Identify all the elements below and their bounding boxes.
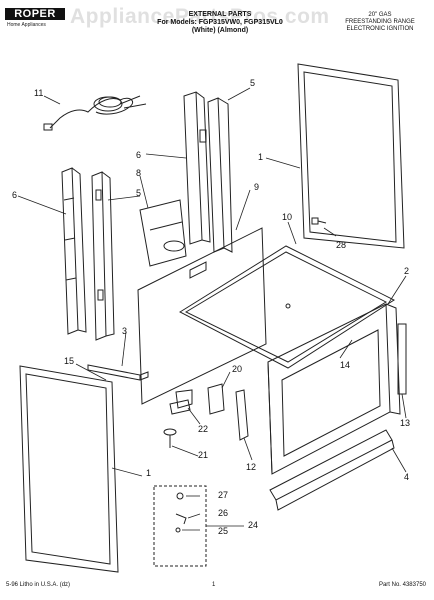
- back-panel-part: [137, 227, 267, 405]
- footer-litho: 5-96 Litho in U.S.A. (dz): [6, 582, 71, 588]
- side-panel-right-part: [297, 63, 405, 249]
- callout-11: 11: [34, 88, 43, 98]
- leveling-leg-part: [163, 428, 177, 448]
- leader-lines: [17, 87, 407, 531]
- callout-26: 26: [218, 508, 228, 518]
- callout-5: 5: [250, 78, 255, 88]
- callout-labels: 11 5 6 8 5 6 9 1 10 28 2 3 15 14 20 22 1…: [12, 78, 410, 536]
- callout-28: 28: [336, 240, 346, 250]
- power-cord-part: [43, 95, 147, 131]
- callout-25: 25: [218, 526, 228, 536]
- desc-line-1: 20" GAS: [368, 12, 392, 18]
- callout-8: 8: [136, 168, 141, 178]
- brand-subtitle: Home Appliances: [7, 22, 46, 28]
- footer-page-number: 1: [212, 582, 216, 588]
- callout-13: 13: [400, 418, 410, 428]
- desc-line-3: ELECTRONIC IGNITION: [346, 26, 414, 32]
- callout-27: 27: [218, 490, 228, 500]
- bracket-parts: [169, 383, 225, 415]
- bottom-rail-part: [87, 364, 149, 381]
- screw-part: [311, 217, 327, 225]
- kick-plate-part: [269, 429, 395, 511]
- callout-20: 20: [232, 364, 242, 374]
- title-line-2: For Models: FGP315VW0, FGP315VL0: [157, 19, 283, 26]
- callout-15: 15: [64, 356, 74, 366]
- desc-line-2: FREESTANDING RANGE: [345, 19, 415, 25]
- callout-22: 22: [198, 424, 208, 434]
- diagram-title: EXTERNAL PARTS For Models: FGP315VW0, FG…: [150, 11, 290, 35]
- hardware-kit-part: [153, 485, 207, 567]
- callout-6: 6: [12, 190, 17, 200]
- title-line-3: (White) (Almond): [191, 27, 249, 34]
- side-rail-left-part: [61, 167, 87, 335]
- footer-part-number: Part No. 4383750: [378, 582, 426, 588]
- callout-3: 3: [122, 326, 127, 336]
- callout-2: 2: [404, 266, 409, 276]
- callout-4: 4: [404, 472, 409, 482]
- product-description: 20" GAS FREESTANDING RANGE ELECTRONIC IG…: [330, 12, 430, 33]
- front-frame-part: [267, 303, 401, 475]
- back-rails-part: [183, 91, 233, 253]
- callout-12: 12: [246, 462, 256, 472]
- brand-name: ROPER: [14, 8, 56, 20]
- callout-21: 21: [198, 450, 208, 460]
- side-panel-left-part: [19, 365, 119, 573]
- callout-1: 1: [258, 152, 263, 162]
- front-rail-left-part: [91, 171, 115, 341]
- callout-14: 14: [340, 360, 350, 370]
- title-line-1: EXTERNAL PARTS: [188, 11, 252, 18]
- door-hinge-part: [235, 389, 249, 441]
- callout-9: 9: [254, 182, 259, 192]
- callout-24: 24: [248, 520, 258, 530]
- main-top-part: [178, 245, 396, 369]
- callout-1: 1: [146, 468, 151, 478]
- callout-6: 6: [136, 150, 141, 160]
- watermark: AppliancePartsPros.com: [70, 5, 330, 28]
- brand-logo: ROPER: [5, 8, 65, 20]
- callout-5: 5: [136, 188, 141, 198]
- burner-bracket-part: [139, 199, 187, 267]
- callout-10: 10: [282, 212, 292, 222]
